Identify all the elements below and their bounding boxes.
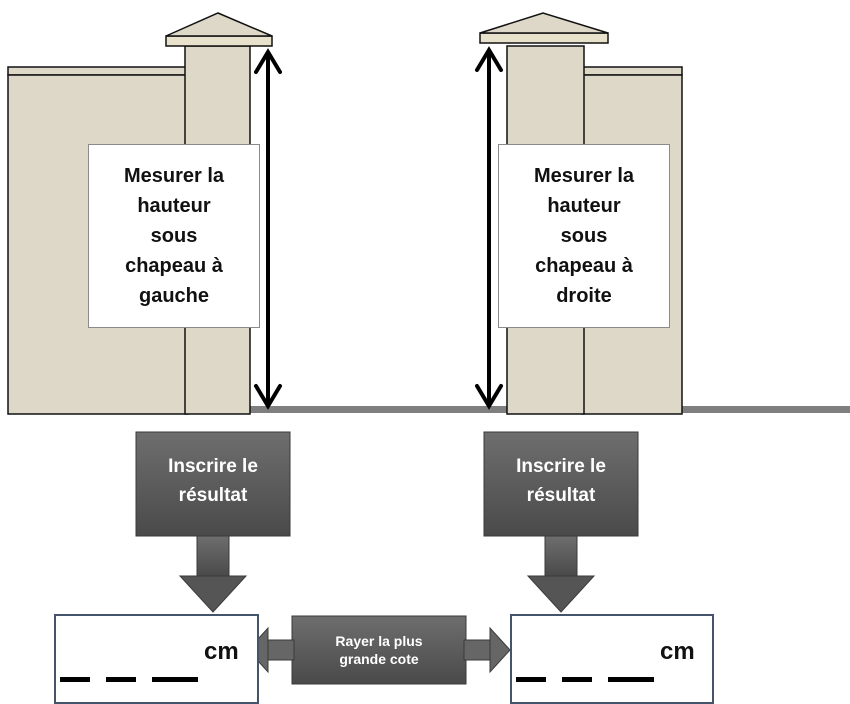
right-dash — [562, 677, 592, 682]
right-unit-label: cm — [660, 638, 695, 665]
left-dash — [152, 677, 198, 682]
left-dash — [60, 677, 90, 682]
right-dash — [608, 677, 654, 682]
right-step-text: Inscrire le résultat — [516, 456, 606, 506]
left-step-text: Inscrire le résultat — [168, 456, 258, 506]
left-result-box[interactable] — [54, 614, 259, 704]
left-step-arrow — [135, 431, 291, 613]
left-unit-label: cm — [204, 638, 239, 665]
right-result-box[interactable] — [510, 614, 714, 704]
right-pillar-cap — [479, 12, 609, 44]
right-step-arrow — [483, 431, 639, 613]
left-height-arrow — [254, 48, 282, 410]
right-measure-label: Mesurer la hauteur sous chapeau à droite — [498, 144, 670, 328]
compare-text: Rayer la plus grande cote — [335, 633, 423, 667]
left-dash — [106, 677, 136, 682]
left-measure-label: Mesurer la hauteur sous chapeau à gauche — [88, 144, 260, 328]
right-dash — [516, 677, 546, 682]
right-height-arrow — [475, 46, 503, 410]
compare-double-arrow — [247, 615, 511, 685]
left-pillar-cap — [165, 12, 273, 47]
